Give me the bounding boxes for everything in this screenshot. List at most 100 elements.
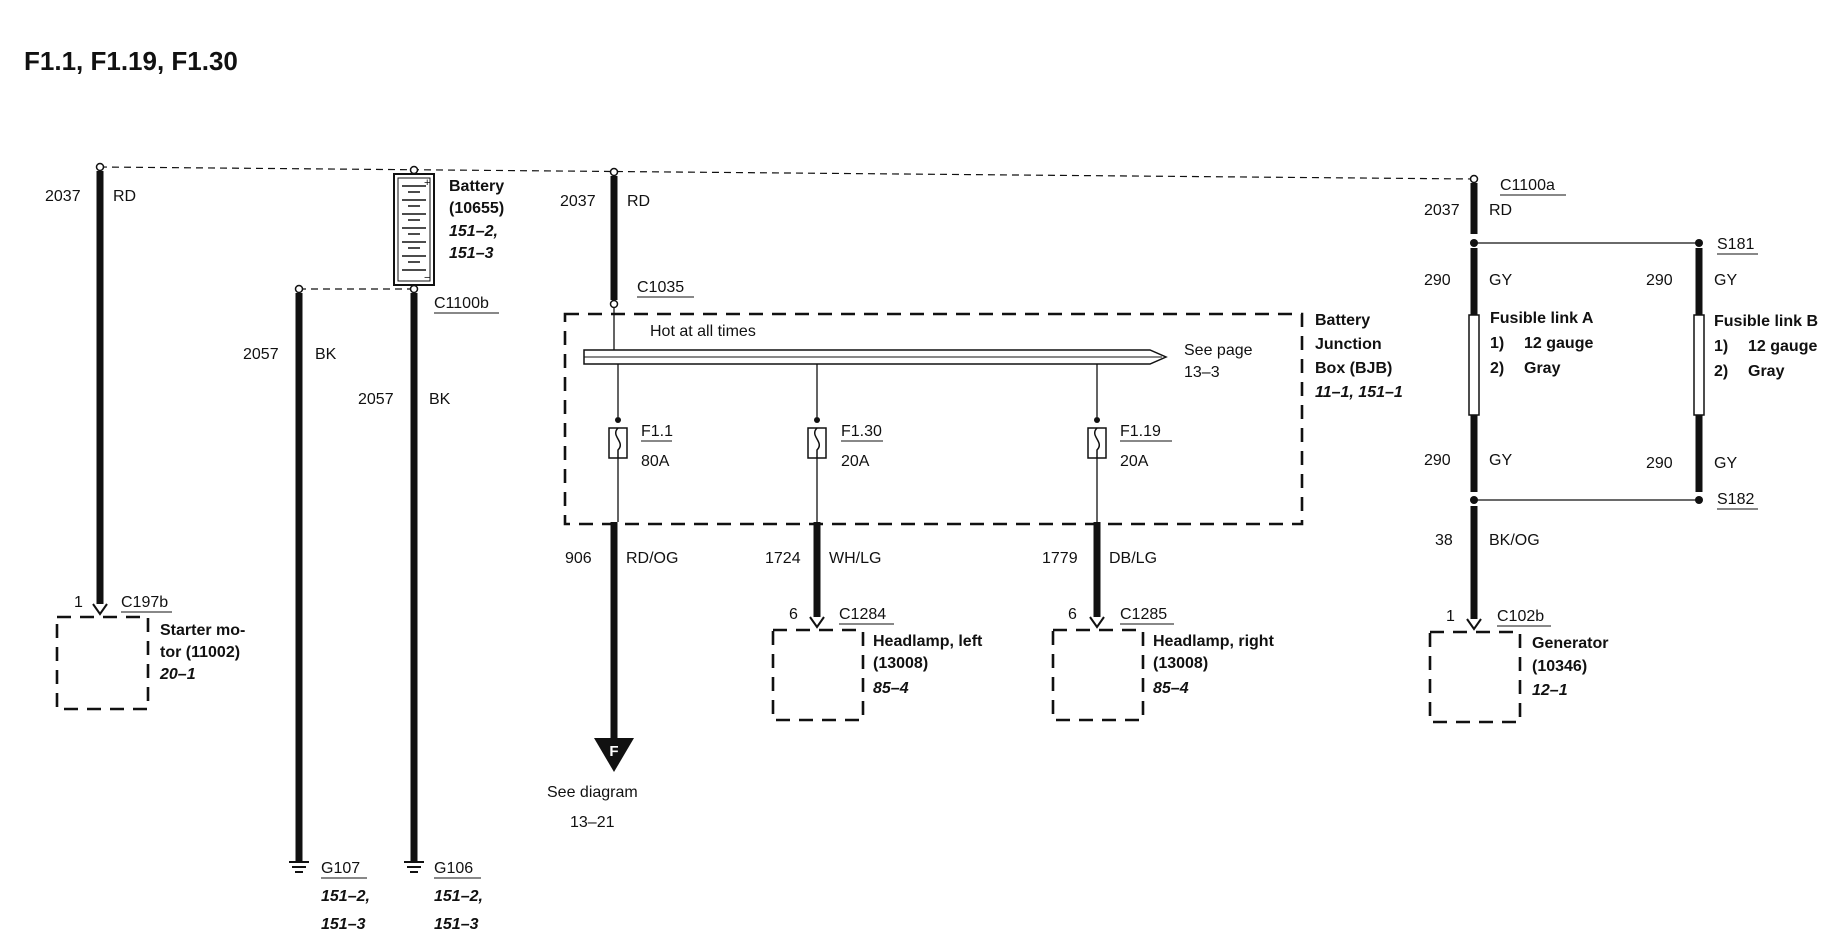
hl-left-ref: 85–4 <box>873 680 909 697</box>
connector-arrow <box>92 603 108 616</box>
connector-arrow <box>1466 618 1482 631</box>
generator-component[interactable] <box>1428 630 1522 724</box>
hl-right-connector: C1285 <box>1120 606 1167 623</box>
bjb-name-1: Battery <box>1315 312 1370 329</box>
see-page-2: 13–3 <box>1184 364 1220 381</box>
g107-id: G107 <box>321 860 360 877</box>
link-a-name: Fusible link A <box>1490 310 1594 327</box>
starter-connector: C197b <box>121 594 168 611</box>
connector-f-label: F <box>609 743 618 760</box>
g106-circuit: 2057 <box>358 391 394 408</box>
generator-pin: 1 <box>1446 608 1455 625</box>
battery-name: Battery <box>449 178 504 195</box>
hl-right-ref: 85–4 <box>1153 680 1189 697</box>
bjb-connector: C1035 <box>637 279 684 296</box>
splice-point <box>609 299 619 309</box>
generator-part: (10346) <box>1532 658 1587 675</box>
hl-left-part: (13008) <box>873 655 928 672</box>
generator-connector: C102b <box>1497 608 1544 625</box>
battery-symbol[interactable] <box>393 173 435 286</box>
headlamp-right-branch: 1779 DB/LG 6 C1285 Headlamp, right (1300… <box>1042 522 1275 722</box>
headlamp-left-component[interactable] <box>771 628 865 722</box>
link-b-circuit-out: 290 <box>1646 455 1673 472</box>
output-f1-1-branch: 906 RD/OG F See diagram 13–21 <box>547 522 678 831</box>
generator-branch: 38 BK/OG 1 C102b Generator (10346) 12–1 <box>1428 506 1608 724</box>
splice-point <box>1469 174 1479 184</box>
hl-left-circuit: 1724 <box>765 550 801 567</box>
page-title: F1.1, F1.19, F1.30 <box>24 46 238 76</box>
generator-feed-branch: C1100a 2037 RD S181 290 GY 290 GY Fusibl… <box>1424 174 1818 510</box>
fuse-f1-30-rating: 20A <box>841 453 870 470</box>
splice-s181-label: S181 <box>1717 236 1754 253</box>
starter-name-2: tor (11002) <box>160 644 240 661</box>
link-a-item1: 12 gauge <box>1524 335 1593 352</box>
splice-point <box>609 167 619 177</box>
ground-g106-icon <box>404 861 424 873</box>
link-b-item1: 12 gauge <box>1748 338 1817 355</box>
feed-color: RD <box>1489 202 1512 219</box>
g106-color: BK <box>429 391 451 408</box>
bjb-feed-color: RD <box>627 193 650 210</box>
headlamp-right-component[interactable] <box>1051 628 1145 722</box>
fuse-f1-19[interactable] <box>1087 364 1107 522</box>
g106-ref-1: 151–2, <box>434 888 483 905</box>
link-b-color-out: GY <box>1714 455 1737 472</box>
top-reference-line <box>99 166 1475 180</box>
bjb-name-3: Box (BJB) <box>1315 360 1392 377</box>
g106-ref-2: 151–3 <box>434 916 479 933</box>
starter-pin: 1 <box>74 594 83 611</box>
link-a-item1-num: 1) <box>1490 335 1504 352</box>
fuse-f1-30[interactable] <box>807 364 827 522</box>
headlamp-left-branch: 1724 WH/LG 6 C1284 Headlamp, left (13008… <box>765 522 983 722</box>
splice-s182-dot-b <box>1695 496 1703 504</box>
splice-point <box>95 162 105 172</box>
bjb-outline[interactable] <box>563 312 1304 526</box>
link-b-item2-num: 2) <box>1714 363 1728 380</box>
g107-color: BK <box>315 346 337 363</box>
fusible-link-b[interactable] <box>1693 314 1705 416</box>
connector-arrow <box>1089 616 1105 629</box>
link-b-item1-num: 1) <box>1714 338 1728 355</box>
bjb-feed-circuit: 2037 <box>560 193 596 210</box>
link-a-item2-num: 2) <box>1490 360 1504 377</box>
link-a-circuit-in: 290 <box>1424 272 1451 289</box>
connector-f-symbol[interactable] <box>594 738 634 772</box>
battery-connector: C1100b <box>434 295 489 312</box>
splice-s182-label: S182 <box>1717 491 1754 508</box>
starter-motor-component[interactable] <box>55 615 150 711</box>
f11-circuit: 906 <box>565 550 592 567</box>
fuse-f1-19-id: F1.19 <box>1120 423 1161 440</box>
link-a-color-in: GY <box>1489 272 1512 289</box>
connector-arrow <box>809 616 825 629</box>
fuse-f1-30-id: F1.30 <box>841 423 882 440</box>
generator-color: BK/OG <box>1489 532 1540 549</box>
battery-cells <box>402 185 426 271</box>
battery-group: + − Battery (10655) 151–2, 151–3 C1100b <box>299 165 504 314</box>
starter-circuit: 2037 <box>45 188 81 205</box>
battery-ref-2: 151–3 <box>449 245 494 262</box>
battery-negative-point <box>409 284 419 294</box>
link-b-name: Fusible link B <box>1714 313 1818 330</box>
fuse-f1-19-rating: 20A <box>1120 453 1149 470</box>
link-b-color-in: GY <box>1714 272 1737 289</box>
fuse-f1-1[interactable] <box>608 364 628 522</box>
hl-right-part: (13008) <box>1153 655 1208 672</box>
hl-right-color: DB/LG <box>1109 550 1157 567</box>
link-a-circuit-out: 290 <box>1424 452 1451 469</box>
link-b-item2: Gray <box>1748 363 1785 380</box>
battery-minus-sign: − <box>424 272 430 284</box>
generator-circuit: 38 <box>1435 532 1453 549</box>
hl-right-name: Headlamp, right <box>1153 633 1275 650</box>
g106-id: G106 <box>434 860 473 877</box>
hl-right-circuit: 1779 <box>1042 550 1078 567</box>
hl-left-connector: C1284 <box>839 606 886 623</box>
battery-plus-sign: + <box>424 177 430 189</box>
starter-name-1: Starter mo- <box>160 622 245 639</box>
generator-name: Generator <box>1532 635 1608 652</box>
fuse-f1-1-id: F1.1 <box>641 423 673 440</box>
fusible-link-a[interactable] <box>1468 314 1480 416</box>
hl-left-pin: 6 <box>789 606 798 623</box>
ground-g107-icon <box>289 861 309 873</box>
splice-s181-dot-b <box>1695 239 1703 247</box>
